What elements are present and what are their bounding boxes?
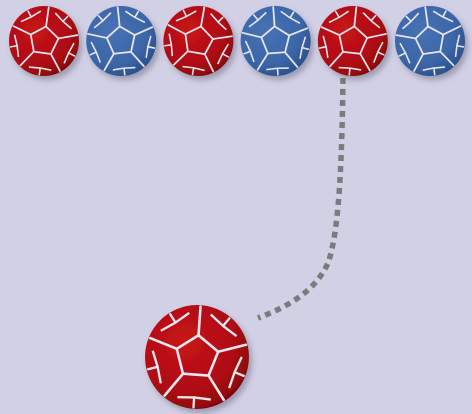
red-soccer-ball-icon (317, 6, 388, 76)
aim-trajectory-line (257, 77, 346, 321)
ball-row (9, 6, 465, 76)
blue-soccer-ball-icon (240, 6, 311, 76)
red-soccer-ball-icon (163, 6, 234, 76)
blue-soccer-ball-icon (86, 6, 157, 76)
red-soccer-ball-icon (9, 6, 79, 76)
shooter-ball[interactable] (145, 305, 249, 409)
red-soccer-ball-icon (145, 305, 249, 409)
blue-soccer-ball-icon (395, 6, 465, 76)
